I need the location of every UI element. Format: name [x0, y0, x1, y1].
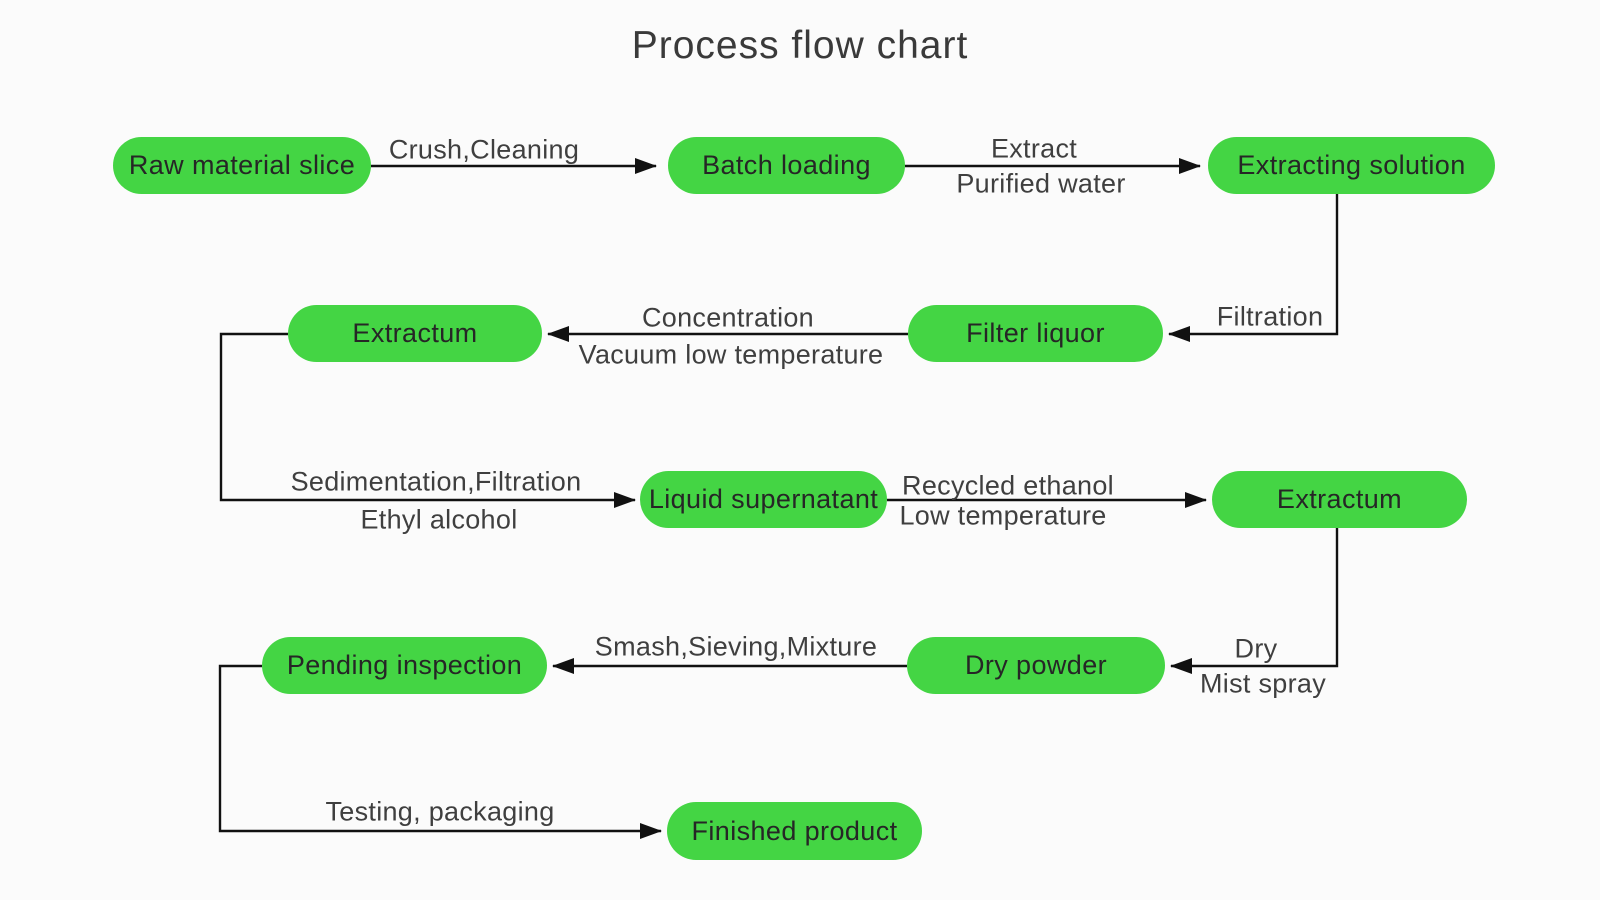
edge-pending-to-finished: [218, 664, 662, 839]
edge-label-extracting-to-filter: Filtration: [1216, 301, 1324, 332]
edge-extractum1-to-supernatant: [219, 332, 636, 508]
edge-label-extractum2-to-drypowder-2: Mist spray: [1199, 668, 1327, 699]
node-pending-inspection: Pending inspection: [262, 637, 547, 694]
node-extracting-solution: Extracting solution: [1208, 137, 1495, 194]
node-finished-product: Finished product: [667, 802, 922, 860]
edge-label-raw-to-batch: Crush,Cleaning: [388, 134, 580, 165]
edge-extractum2-to-drypowder: [1170, 528, 1339, 674]
edge-label-filter-to-extractum1-2: Vacuum low temperature: [578, 339, 884, 370]
node-batch-loading: Batch loading: [668, 137, 905, 194]
edge-label-extractum2-to-drypowder-1: Dry: [1234, 633, 1278, 664]
node-extractum-2: Extractum: [1212, 471, 1467, 528]
edge-label-drypowder-to-pending: Smash,Sieving,Mixture: [594, 631, 878, 662]
edge-label-extractum1-to-supernatant-2: Ethyl alcohol: [360, 504, 518, 535]
edge-label-batch-to-extracting-2: Purified water: [956, 168, 1126, 199]
edge-label-batch-to-extracting-1: Extract: [990, 133, 1078, 164]
node-liquid-supernatant: Liquid supernatant: [640, 471, 887, 528]
edge-label-filter-to-extractum1-1: Concentration: [641, 302, 815, 333]
edge-extracting-to-filter: [1168, 194, 1339, 342]
edge-label-supernatant-to-extractum2-2: Low temperature: [899, 500, 1107, 531]
node-filter-liquor: Filter liquor: [908, 305, 1163, 362]
edge-label-pending-to-finished: Testing, packaging: [325, 796, 555, 827]
node-extractum-1: Extractum: [288, 305, 542, 362]
node-raw-material-slice: Raw material slice: [113, 137, 371, 194]
edge-label-supernatant-to-extractum2-1: Recycled ethanol: [902, 470, 1114, 501]
chart-title: Process flow chart: [631, 24, 969, 67]
node-dry-powder: Dry powder: [907, 637, 1165, 694]
edge-label-extractum1-to-supernatant-1: Sedimentation,Filtration: [290, 466, 582, 497]
